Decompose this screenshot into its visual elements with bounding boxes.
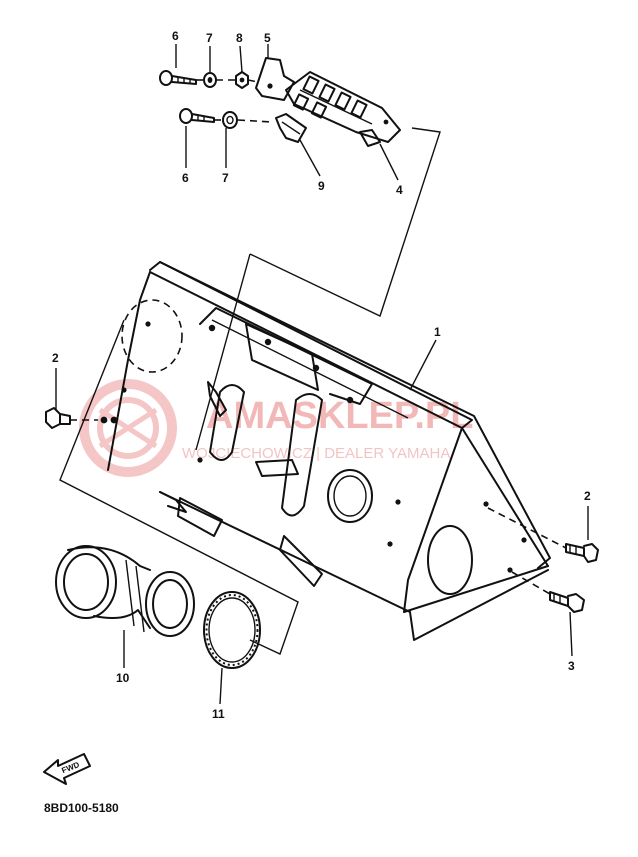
watermark: AMASKLEP.PL WOJCIECHOWICZ | DEALER YAMAH… [79,379,473,477]
callout-10: 10 [116,671,130,685]
callout-7-top: 7 [206,31,213,45]
callout-4: 4 [396,183,403,197]
callout-1: 1 [434,325,441,339]
part-2-bolt-right [565,543,599,563]
callout-11: 11 [212,707,225,721]
part-6-screw-top [159,70,197,86]
callout-labels: 6 7 8 5 6 7 9 4 1 2 2 3 10 11 [52,29,591,721]
part-8-nut [235,71,249,89]
callout-6-top: 6 [172,29,179,43]
callout-3: 3 [568,659,575,673]
part-2-bolt-left [45,407,71,429]
callout-8: 8 [236,31,243,45]
part-7-washer-bottom [222,111,238,129]
part-4-connector-assembly [285,71,401,147]
callout-5: 5 [264,31,271,45]
callout-2-right: 2 [584,489,591,503]
fwd-label: FWD [60,760,80,775]
part-10-duct [55,545,195,637]
diagram-code: 8BD100-5180 [44,801,119,815]
watermark-sub-text: WOJCIECHOWICZ | DEALER YAMAHA [182,445,450,462]
part-1-panel [100,261,551,641]
fwd-arrow: FWD [43,753,91,785]
part-7-washer-top [203,72,217,88]
watermark-main-text: AMASKLEP.PL [206,395,473,437]
callout-2-left: 2 [52,351,59,365]
part-11-gasket [203,591,261,669]
part-5-bracket [255,57,295,101]
part-3-bolt [549,591,585,613]
callout-7-bottom: 7 [222,171,229,185]
watermark-logo [79,379,177,477]
leader-lines [55,44,589,705]
callout-9: 9 [318,179,325,193]
part-9-clip [275,113,307,143]
callout-6-bottom: 6 [182,171,189,185]
part-6-screw-bottom [179,108,215,124]
